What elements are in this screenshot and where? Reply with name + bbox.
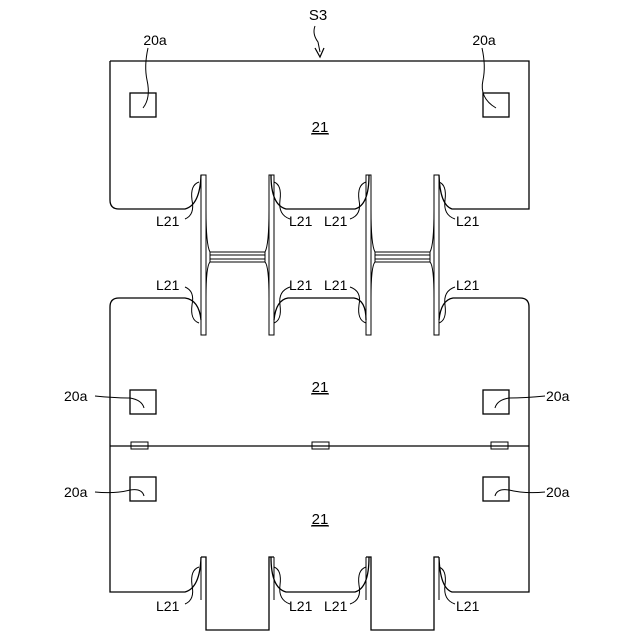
pad-top-left [130, 93, 156, 117]
middle-panel-outline [110, 298, 529, 592]
sheet-label: S3 [309, 7, 327, 24]
leader-L21-4 [439, 182, 455, 219]
strip-c [366, 175, 371, 335]
leader-L21-3 [350, 182, 366, 219]
region-label-lower: 21 [312, 511, 329, 528]
notch-label-3: L21 [324, 213, 348, 229]
strip-b [269, 175, 274, 335]
notch-label-8: L21 [456, 277, 480, 293]
pad-label-top-right: 20a [472, 32, 496, 48]
pad-low-right [483, 477, 509, 501]
strip-d [434, 175, 439, 335]
notch-label-7: L21 [324, 277, 348, 293]
leader-L21-9 [185, 567, 199, 604]
notch-label-2: L21 [289, 213, 313, 229]
notch-label-1: L21 [156, 213, 180, 229]
leader-L21-8 [439, 287, 455, 323]
region-label-top: 21 [312, 119, 329, 136]
notch-label-10: L21 [289, 598, 313, 614]
notch-label-12: L21 [456, 598, 480, 614]
notch-label-11: L21 [324, 598, 348, 614]
pad-low-left [130, 477, 156, 501]
middle-panel-bottom-notches [271, 557, 369, 592]
pad-label-mid-right: 20a [546, 388, 570, 404]
pad-label-low-left: 20a [64, 484, 88, 500]
bottom-tab-right [366, 557, 439, 630]
leader-L21-12 [439, 567, 455, 604]
notch-label-4: L21 [456, 213, 480, 229]
top-panel-notch-2 [271, 175, 369, 209]
pad-label-low-right: 20a [546, 484, 570, 500]
pad-label-mid-left: 20a [64, 388, 88, 404]
notch-label-5: L21 [156, 277, 180, 293]
pad-label-top-left: 20a [143, 32, 167, 48]
notch-label-6: L21 [289, 277, 313, 293]
pad-top-right [483, 93, 509, 117]
region-label-middle: 21 [312, 379, 329, 396]
leader-L21-1 [185, 182, 199, 219]
pad-mid-left [130, 390, 156, 414]
strip-a [201, 175, 206, 335]
leader-L21-6 [274, 287, 290, 323]
pad-mid-right [483, 390, 509, 414]
bottom-tab-left [201, 557, 274, 630]
bridge-left [206, 210, 269, 298]
notch-label-9: L21 [156, 598, 180, 614]
bridge-right [371, 210, 434, 298]
